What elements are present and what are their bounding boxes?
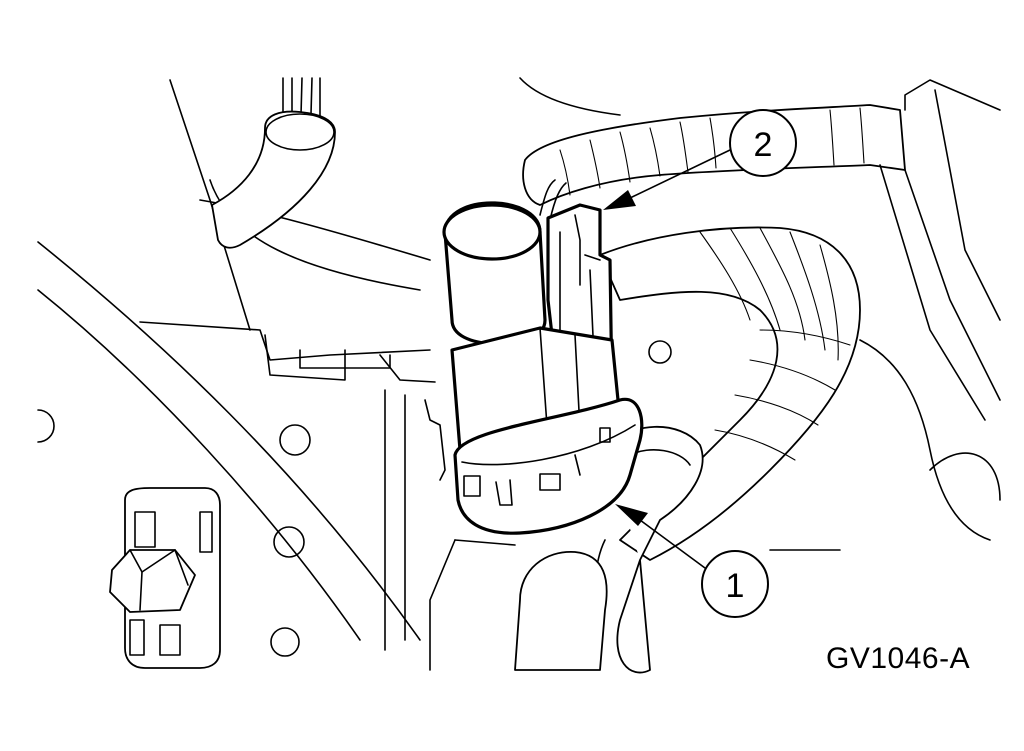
callout-2-circle <box>729 109 797 177</box>
transmission-housing <box>37 77 621 651</box>
callout-2: 2 <box>603 109 797 210</box>
wire-harness-upper <box>522 79 1001 421</box>
wire-bundle-upper <box>211 77 336 249</box>
callout-1: 1 <box>615 504 769 618</box>
hex-bolt <box>109 549 196 613</box>
housing-holes <box>37 340 672 657</box>
wire-sleeve-lower <box>429 425 704 674</box>
wire-harness-main <box>599 226 1001 561</box>
sensor-connector <box>442 179 644 535</box>
callout-2-number: 2 <box>754 126 773 164</box>
figure-id-label: GV1046-A <box>826 642 971 675</box>
callout-1-circle <box>701 550 769 618</box>
callout-1-number: 1 <box>726 567 745 605</box>
